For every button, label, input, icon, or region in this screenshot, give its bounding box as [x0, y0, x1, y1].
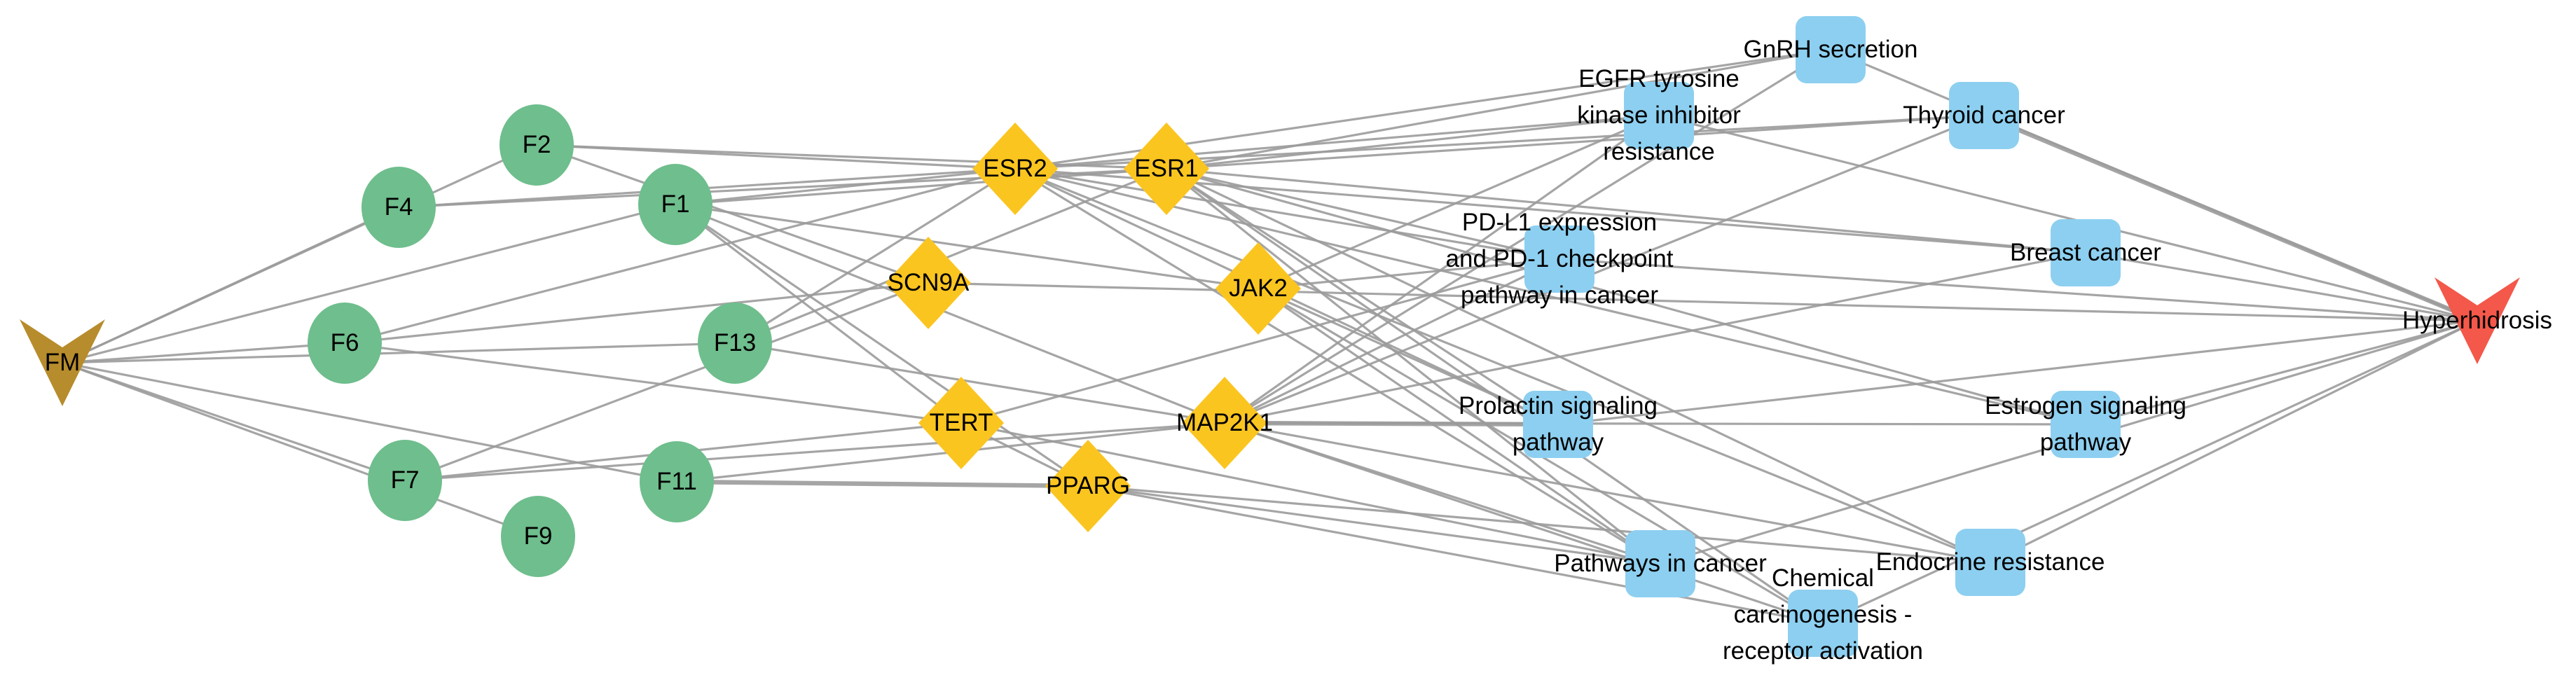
- edge-FM-F9: [62, 361, 539, 538]
- edge-ESR2-GNRH: [1014, 48, 1831, 170]
- edge-ESR1-PDL1: [1166, 167, 1560, 261]
- edge-F2-SCN9A: [536, 144, 929, 284]
- node-f6[interactable]: [308, 303, 382, 384]
- edge-PPARG-CHEMICAL: [1087, 485, 1824, 625]
- edge-JAK2-PROLACTIN: [1258, 287, 1559, 426]
- edge-F13-MAP2K1: [734, 342, 1225, 424]
- edge-ESR1-BREAST: [1166, 167, 2086, 254]
- edge-CHEMICAL-HYP: [1822, 319, 2478, 625]
- edge-F7-MAP2K1: [404, 422, 1225, 482]
- edge-ESR1-ENDOCRINE: [1166, 167, 1991, 564]
- edge-JAK2-PDL1: [1258, 258, 1560, 290]
- node-f13[interactable]: [698, 303, 772, 384]
- edge-FM-F7: [62, 361, 406, 482]
- node-map2k1[interactable]: [1182, 377, 1267, 469]
- node-estrogen[interactable]: [2051, 391, 2121, 458]
- node-gnrh[interactable]: [1796, 16, 1866, 83]
- node-thyroid[interactable]: [1949, 82, 2019, 149]
- edge-MAP2K1-ESTROGEN: [1224, 422, 2086, 426]
- edge-F6-SCN9A: [344, 282, 929, 345]
- edge-FM-F4: [62, 206, 399, 364]
- node-pathways[interactable]: [1625, 530, 1695, 597]
- node-pdl1[interactable]: [1524, 225, 1594, 293]
- edge-BREAST-HYP: [2085, 251, 2478, 322]
- edge-F6-TERT: [344, 342, 962, 424]
- edge-MAP2K1-PDL1: [1224, 258, 1560, 424]
- edge-ESR1-EGFR: [1166, 114, 1660, 170]
- edge-F1-MAP2K1: [675, 203, 1225, 424]
- edge-MAP2K1-BREAST: [1224, 251, 2086, 424]
- edge-F13-ESR2: [734, 167, 1016, 345]
- edge-ESR1-ESTROGEN: [1166, 167, 2086, 426]
- edge-F6-ESR2: [344, 167, 1016, 345]
- node-jak2[interactable]: [1215, 242, 1301, 335]
- edge-PPARG-PATHWAYS: [1087, 485, 1661, 565]
- edge-ESR1-PATHWAYS: [1166, 167, 1661, 565]
- node-tert[interactable]: [918, 377, 1004, 469]
- node-f4[interactable]: [361, 167, 436, 248]
- edge-F11-PPARG: [676, 479, 1089, 489]
- edge-PROLACTIN-HYP: [1557, 319, 2478, 426]
- edge-FM-F6: [62, 342, 345, 364]
- node-endocrine[interactable]: [1955, 529, 2025, 596]
- edge-ESR2-PATHWAYS: [1014, 167, 1661, 565]
- node-chemical[interactable]: [1788, 590, 1858, 657]
- edge-FM-F11: [62, 361, 677, 483]
- edge-F7-SCN9A: [404, 282, 929, 482]
- edge-THYROID-HYP: [1983, 113, 2479, 323]
- node-f9[interactable]: [501, 496, 575, 577]
- edge-SCN9A-HYP: [928, 282, 2478, 322]
- edge-PDL1-HYP: [1559, 258, 2478, 322]
- edge-F1-TERT: [675, 203, 962, 424]
- edge-ESR2-EGFR: [1014, 114, 1660, 170]
- edge-ESR1-THYROID: [1166, 114, 1985, 170]
- edge-MAP2K1-EGFR: [1224, 114, 1660, 424]
- edge-PPARG-ENDOCRINE: [1087, 485, 1991, 564]
- edge-FM-F1: [62, 203, 676, 364]
- edge-ESR2-ENDOCRINE: [1014, 167, 1991, 564]
- node-egfr[interactable]: [1624, 82, 1694, 149]
- node-breast[interactable]: [2051, 219, 2121, 286]
- edge-MAP2K1-THYROID: [1224, 114, 1985, 424]
- edge-FM-F13: [62, 342, 736, 364]
- edge-TERT-PATHWAYS: [960, 422, 1661, 565]
- node-f11[interactable]: [640, 441, 714, 522]
- edge-MAP2K1-ENDOCRINE: [1224, 422, 1991, 564]
- edge-ESR2-PDL1: [1014, 167, 1560, 261]
- nodes-layer: [20, 16, 2520, 657]
- node-fm[interactable]: [20, 319, 105, 406]
- node-scn9a[interactable]: [886, 237, 971, 329]
- node-pparg[interactable]: [1045, 440, 1131, 532]
- edge-F1-PPARG: [675, 203, 1089, 487]
- node-hyp[interactable]: [2434, 277, 2520, 364]
- edge-JAK2-EGFR: [1258, 114, 1660, 290]
- node-prolactin[interactable]: [1523, 391, 1593, 458]
- edge-ESR1-GNRH: [1166, 48, 1831, 170]
- node-f1[interactable]: [638, 164, 712, 245]
- edge-EGFR-HYP: [1658, 114, 2478, 322]
- node-f7[interactable]: [368, 440, 442, 521]
- node-esr2[interactable]: [972, 123, 1058, 215]
- edge-ESR2-ESTROGEN: [1014, 167, 2086, 426]
- node-f2[interactable]: [500, 104, 574, 186]
- node-esr1[interactable]: [1124, 123, 1209, 215]
- edge-F13-ESR1: [734, 167, 1167, 345]
- edge-ESR1-PROLACTIN: [1166, 167, 1559, 426]
- edge-F1-JAK2: [675, 203, 1259, 290]
- edge-F1-ESR2: [675, 167, 1016, 206]
- edge-TERT-PDL1: [960, 258, 1560, 424]
- edge-ESTROGEN-HYP: [2085, 319, 2478, 426]
- edges-layer: [62, 48, 2479, 625]
- edge-ENDOCRINE-HYP: [1990, 319, 2478, 564]
